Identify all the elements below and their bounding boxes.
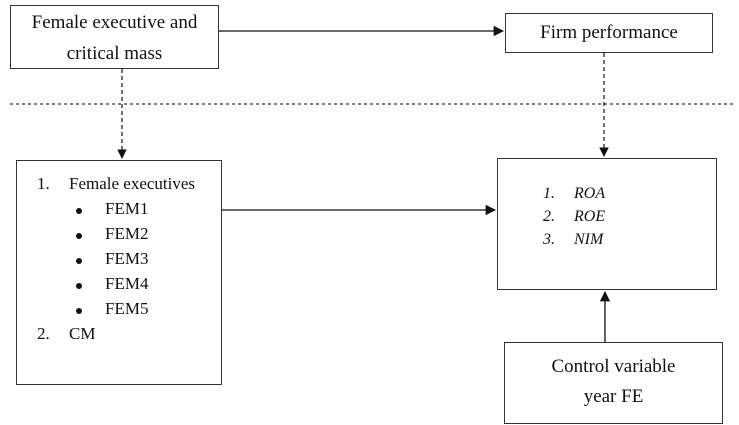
list-item1-number: 1. xyxy=(37,174,50,193)
female-executive-line1: Female executive and xyxy=(31,12,198,33)
bullet-icon xyxy=(76,208,82,214)
ratio-item3-label: NIM xyxy=(574,231,604,248)
ratio-item1-number: 1. xyxy=(543,185,555,202)
bullet-label-fem4: FEM4 xyxy=(105,274,149,293)
list-item1-label: Female executives xyxy=(69,174,196,193)
bullet-label-fem3: FEM3 xyxy=(105,249,149,268)
ratio-item2-number: 2. xyxy=(543,208,555,225)
list-item2-label: CM xyxy=(69,324,96,343)
female-executive-line2: critical mass xyxy=(66,43,163,64)
bullet-icon xyxy=(76,283,82,289)
performance-ratios-box: 1. ROA 2. ROE 3. NIM xyxy=(497,158,717,290)
bullet-label-fem5: FEM5 xyxy=(105,299,149,318)
bullet-label-fem1: FEM1 xyxy=(105,199,149,218)
female-executive-box: Female executive and critical mass xyxy=(10,5,219,69)
ratio-item1-label: ROA xyxy=(574,185,606,202)
bullet-icon xyxy=(76,233,82,239)
bullet-icon xyxy=(76,258,82,264)
control-variable-line2: year FE xyxy=(583,386,644,407)
list-item2-number: 2. xyxy=(37,324,50,343)
control-variable-line1: Control variable xyxy=(551,356,676,377)
female-executives-list-box: 1. Female executives FEM1 FEM2 FEM3 FEM4… xyxy=(16,160,222,385)
control-variable-box: Control variable year FE xyxy=(504,342,723,424)
firm-performance-label: Firm performance xyxy=(540,22,678,43)
bullet-label-fem2: FEM2 xyxy=(105,224,149,243)
ratio-item2-label: ROE xyxy=(574,208,606,225)
bullet-icon xyxy=(76,308,82,314)
ratio-item3-number: 3. xyxy=(543,231,555,248)
firm-performance-box: Firm performance xyxy=(505,13,713,53)
